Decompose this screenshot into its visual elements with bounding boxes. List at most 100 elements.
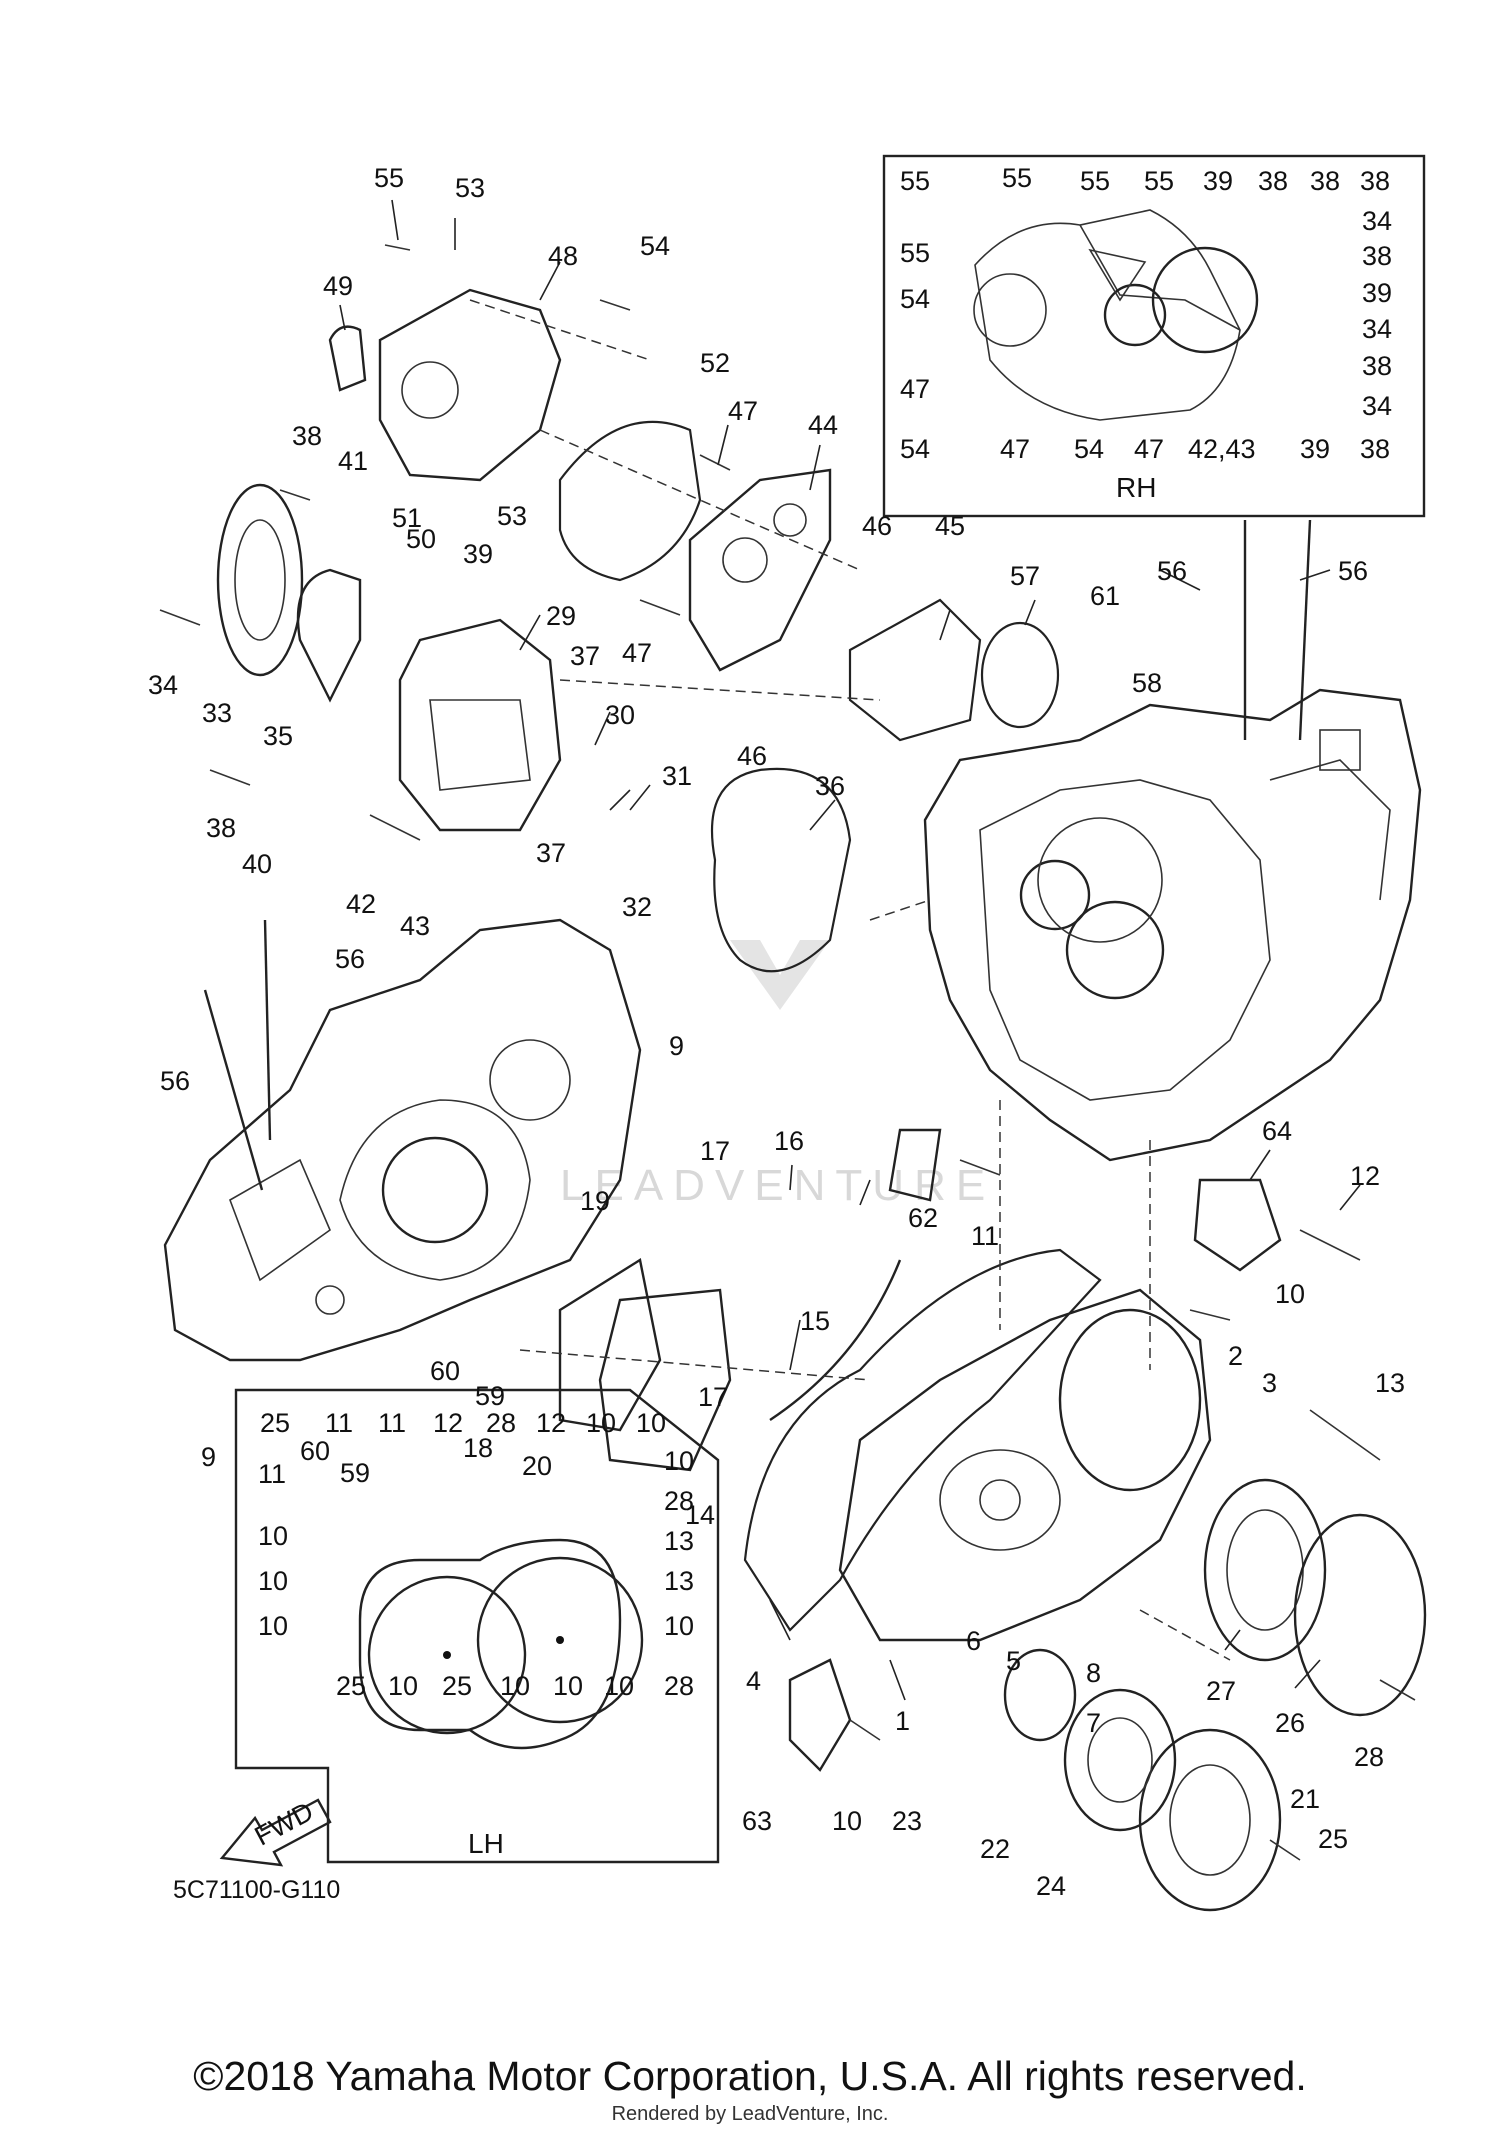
- callout: 34: [1362, 314, 1392, 344]
- crankcase-left: [163, 918, 642, 1362]
- callout: 55: [1080, 166, 1110, 196]
- callout: 55: [374, 163, 404, 193]
- callout: 28: [1354, 1742, 1384, 1772]
- callout: 38: [1360, 434, 1390, 464]
- callout: 44: [808, 410, 838, 440]
- callout: 56: [160, 1066, 190, 1096]
- callout: 47: [1000, 434, 1030, 464]
- cover-64: [1193, 1178, 1282, 1272]
- plate-18: [558, 1258, 662, 1432]
- bracket-62: [888, 1128, 942, 1202]
- callout: 37: [536, 838, 566, 868]
- callout: 62: [908, 1203, 938, 1233]
- callout: 10: [258, 1521, 288, 1551]
- stator-21: [1138, 1728, 1282, 1912]
- callout: 30: [605, 700, 635, 730]
- callout: 17: [700, 1136, 730, 1166]
- o-ring-57: [980, 621, 1060, 729]
- callout: 40: [242, 849, 272, 879]
- callout: 38: [1362, 351, 1392, 381]
- callouts-lh: 25 11 11 12 28 12 10 10 11 10 28 10 13 1…: [258, 1408, 694, 1859]
- callout: 25: [260, 1408, 290, 1438]
- watermark: LEADVENTURE: [560, 940, 995, 1210]
- gasket-4: [743, 1248, 1102, 1632]
- callout: 11: [971, 1221, 999, 1251]
- callout: 45: [935, 511, 965, 541]
- callout: 47: [1134, 434, 1164, 464]
- callout: 55: [900, 166, 930, 196]
- stud-56c: [263, 919, 272, 1141]
- callout: 29: [546, 601, 576, 631]
- callout: 14: [685, 1500, 715, 1530]
- callout: 10: [832, 1806, 862, 1836]
- callout: 34: [148, 670, 178, 700]
- callout: 28: [664, 1486, 694, 1516]
- callout: 38: [1362, 241, 1392, 271]
- fwd-arrow: FWD: [219, 1796, 332, 1867]
- callout: 31: [662, 761, 692, 791]
- callout: 21: [1290, 1784, 1320, 1814]
- callout: 10: [553, 1671, 583, 1701]
- callout: 10: [258, 1611, 288, 1641]
- cover-26: [1293, 1513, 1427, 1717]
- callout: 8: [1086, 1658, 1101, 1688]
- callout: 10: [636, 1408, 666, 1438]
- callout: 53: [497, 501, 527, 531]
- callout: 54: [900, 284, 930, 314]
- bolts: [159, 244, 1416, 1861]
- callout: 46: [737, 741, 767, 771]
- callout: 28: [486, 1408, 516, 1438]
- callout: 48: [548, 241, 578, 271]
- callout: 9: [201, 1442, 216, 1472]
- callout: 10: [500, 1671, 530, 1701]
- cover-44: [688, 468, 832, 672]
- callout: 11: [378, 1408, 406, 1438]
- callout: 58: [1132, 668, 1162, 698]
- callout: 42,43: [1188, 434, 1256, 464]
- callout: 4: [746, 1666, 761, 1696]
- callout: 53: [455, 173, 485, 203]
- cap-22: [1003, 1648, 1077, 1742]
- callout: 13: [664, 1526, 694, 1556]
- copyright-notice: ©2018 Yamaha Motor Corporation, U.S.A. A…: [193, 2053, 1307, 2099]
- callout: 39: [1300, 434, 1330, 464]
- svg-text:LEADVENTURE: LEADVENTURE: [560, 1161, 995, 1210]
- callout: 38: [1360, 166, 1390, 196]
- callout: 10: [586, 1408, 616, 1438]
- callout: 54: [640, 231, 670, 261]
- callout: 61: [1090, 581, 1120, 611]
- callout: 56: [1157, 556, 1187, 586]
- callout: 10: [258, 1566, 288, 1596]
- callout: 56: [335, 944, 365, 974]
- seal-49: [328, 325, 367, 392]
- gasket-36: [710, 767, 852, 973]
- callout: 60: [430, 1356, 460, 1386]
- callout: 54: [1074, 434, 1104, 464]
- callout: 11: [258, 1459, 286, 1489]
- callout: 59: [475, 1381, 505, 1411]
- callout: 15: [800, 1306, 830, 1336]
- callout: 34: [1362, 206, 1392, 236]
- callout: 54: [900, 434, 930, 464]
- callout: 25: [1318, 1824, 1348, 1854]
- callout: 2: [1228, 1341, 1243, 1371]
- cover-63: [788, 1658, 852, 1772]
- callout: 10: [604, 1671, 634, 1701]
- callout: 12: [536, 1408, 566, 1438]
- callout: 35: [263, 721, 293, 751]
- callout: 13: [664, 1566, 694, 1596]
- plate-20: [598, 1288, 732, 1472]
- cover-29: [398, 618, 562, 832]
- assembly-lines: [469, 299, 1231, 1661]
- callout: 3: [1262, 1368, 1277, 1398]
- cover-33: [216, 483, 304, 677]
- lh-inset: [234, 1388, 720, 1864]
- callout: 41: [338, 446, 368, 476]
- callout: 28: [664, 1671, 694, 1701]
- callout: 47: [728, 396, 758, 426]
- guide-15: [769, 1259, 902, 1421]
- callout: 34: [1362, 391, 1392, 421]
- gasket-45: [848, 598, 982, 742]
- callout: 39: [1362, 278, 1392, 308]
